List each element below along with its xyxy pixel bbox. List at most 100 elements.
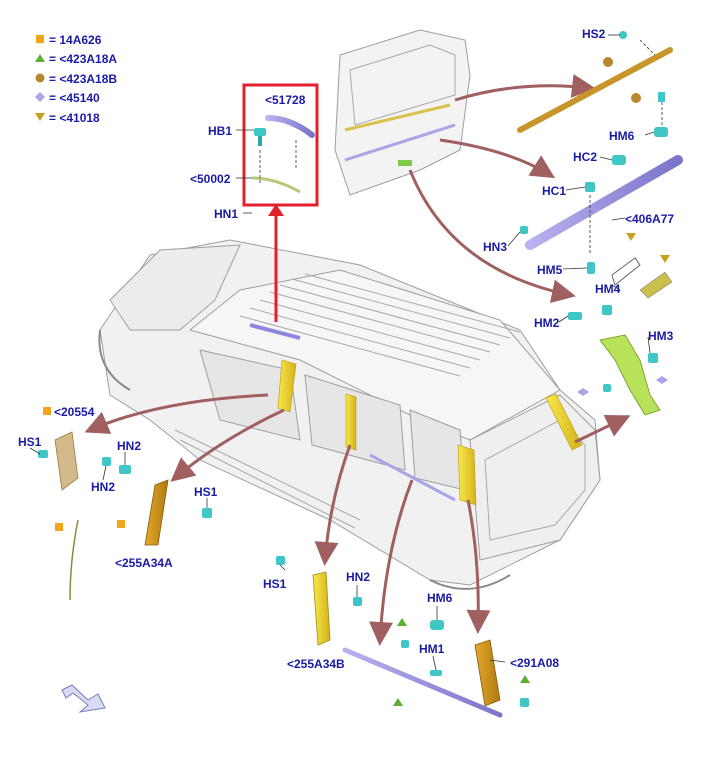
b-pillar-trim [277, 359, 297, 413]
liftgate-switch [398, 160, 412, 166]
vehicle-body [98, 239, 601, 590]
label-hc2: HC2 [573, 150, 597, 164]
rail-hs2 [517, 47, 673, 133]
label-hb1: HB1 [208, 124, 232, 138]
label-hm2: HM2 [534, 316, 560, 330]
liftgate-lower-trim [344, 123, 456, 162]
fastener-hm4 [602, 305, 612, 315]
pillar-hm3 [599, 334, 661, 416]
fastener-hm6-bottom [430, 620, 444, 630]
legend-entry-3: = <423A18B [49, 72, 117, 86]
trim-20554 [54, 431, 79, 491]
square-left-3 [117, 520, 125, 528]
tri-up-bottom-3 [520, 675, 530, 683]
fastener-hs1-mid [202, 508, 212, 518]
fastener-hs1-bottom [276, 556, 285, 565]
label-hn2-bottom: HN2 [346, 570, 370, 584]
tri-down-2 [660, 255, 670, 263]
fastener-hm5 [587, 262, 595, 274]
callout-arrows [84, 74, 631, 646]
tri-up-bottom-2 [393, 698, 403, 706]
label-hs1-mid: HS1 [194, 485, 218, 499]
trim-406a77 [525, 155, 683, 250]
fastener-hc1 [585, 182, 595, 192]
legend-triangle-up-symbol [35, 54, 45, 62]
legend: = 14A626 = <423A18A = <423A18B = <45140 … [35, 33, 117, 125]
pillar-255a34a [144, 479, 169, 546]
label-hc1: HC1 [542, 184, 566, 198]
label-hn1: HN1 [214, 207, 238, 221]
sill-moulding [369, 453, 456, 502]
fastener-hc2 [612, 155, 626, 165]
clip-circle-2 [631, 93, 641, 103]
label-hm4: HM4 [595, 282, 621, 296]
bracket-hm4 [611, 257, 641, 286]
fastener-hm3 [648, 353, 658, 363]
roof-moulding [249, 323, 301, 340]
label-hs1-bottom: HS1 [263, 577, 287, 591]
c-pillar-trim [345, 393, 357, 451]
label-hm3: HM3 [648, 329, 674, 343]
fastener-291a08 [520, 698, 529, 707]
label-hm5: HM5 [537, 263, 563, 277]
label-hn2-left: HN2 [117, 439, 141, 453]
pin-hs2 [619, 31, 627, 39]
label-291a08: <291A08 [510, 656, 559, 670]
label-hn2-left2: HN2 [91, 480, 115, 494]
label-hm6-bottom: HM6 [427, 591, 453, 605]
legend-diamond-symbol [35, 92, 45, 102]
trim-291a08 [474, 639, 501, 707]
fastener-hn2-bottom [353, 597, 362, 606]
strip-50002 [251, 176, 301, 194]
legend-circle-symbol [35, 73, 45, 83]
fastener-bottom-small [401, 640, 409, 648]
legend-entry-4: = <45140 [49, 91, 100, 105]
pillar-255a34b [312, 571, 331, 646]
square-left-2 [55, 523, 63, 531]
fastener-hn3 [520, 226, 528, 234]
label-255a34a: <255A34A [115, 556, 173, 570]
liftgate [334, 29, 471, 196]
tri-up-bottom-1 [397, 618, 407, 626]
legend-entry-1: = 14A626 [49, 33, 102, 47]
liftgate-chrome-strip [344, 103, 451, 132]
d-pillar-trim [457, 444, 477, 506]
fastener-hb1 [254, 128, 266, 146]
legend-entry-5: = <41018 [49, 111, 100, 125]
fastener-right-lower [603, 384, 611, 392]
fastener-hm1 [430, 670, 442, 676]
highlight-box [242, 83, 319, 207]
label-hm6-top: HM6 [609, 129, 635, 143]
fastener-hm2 [568, 312, 582, 320]
legend-square-symbol [36, 35, 44, 43]
legend-entry-2: = <423A18A [49, 52, 117, 66]
label-hm1: HM1 [419, 642, 445, 656]
label-255a34b: <255A34B [287, 657, 345, 671]
label-406a77: <406A77 [625, 212, 674, 226]
leader-lines [29, 34, 655, 671]
fastener-hs1-left [38, 450, 48, 458]
label-hs1-left: HS1 [18, 435, 42, 449]
diamond-right-2 [577, 388, 589, 396]
diamond-right-1 [656, 376, 668, 384]
label-20554: <20554 [54, 405, 95, 419]
clip-circle-1 [603, 57, 613, 67]
roof-strip-51728 [265, 115, 315, 138]
roof-ribs [239, 273, 521, 377]
label-hn3: HN3 [483, 240, 507, 254]
fastener-hn2-left [119, 465, 131, 474]
tri-down-1 [626, 233, 636, 241]
label-51728: <51728 [265, 93, 306, 107]
direction-arrow-icon [61, 684, 106, 713]
latch-part [639, 271, 673, 299]
label-50002: <50002 [190, 172, 231, 186]
legend-triangle-down-symbol [35, 113, 45, 121]
label-hs2: HS2 [582, 27, 606, 41]
fastener-hn2-left2 [102, 457, 111, 466]
fastener-hm6-top [654, 92, 668, 137]
square-20554 [43, 407, 51, 415]
highlight-arrowhead [268, 204, 284, 216]
wire-harness-left [69, 519, 79, 601]
part-labels: HS2 <51728 HB1 <50002 HN1 HM6 HC2 HC1 <4… [18, 27, 674, 671]
